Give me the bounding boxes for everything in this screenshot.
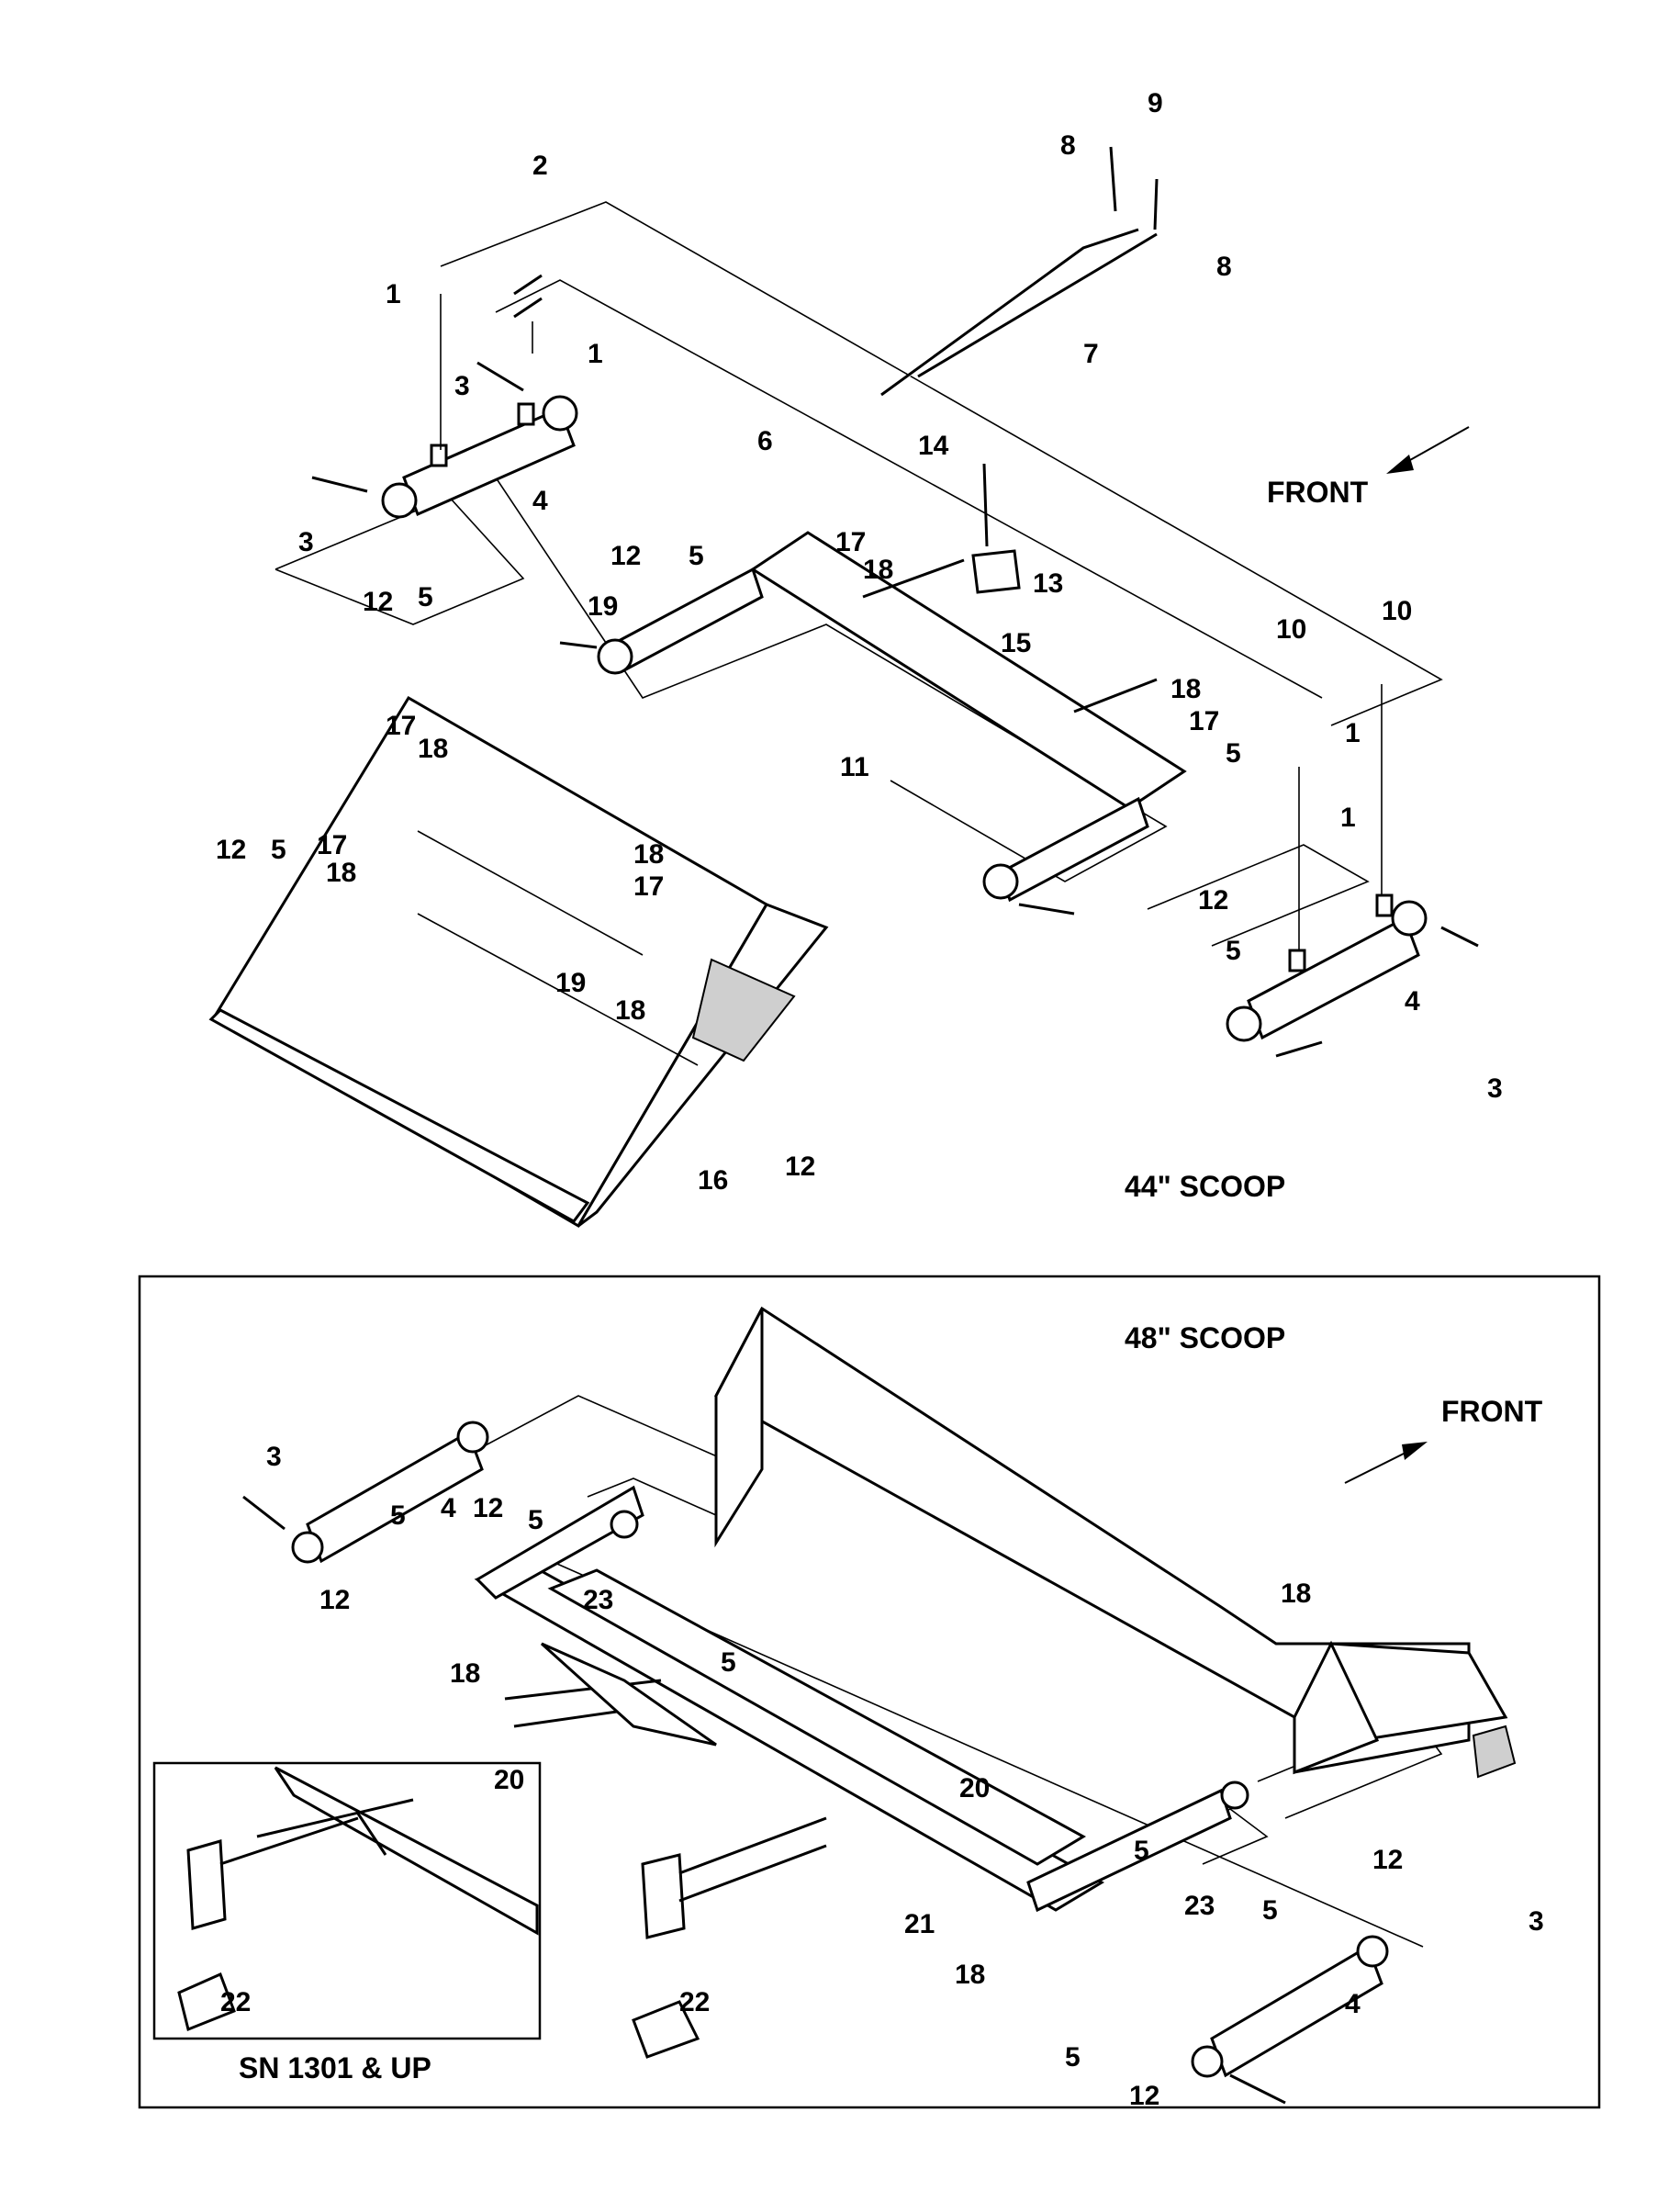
hose-fitting bbox=[513, 274, 543, 296]
callout: 3 bbox=[1529, 1906, 1544, 1937]
callout: 17 bbox=[835, 527, 866, 557]
scoop-44-headings: FRONT 44" SCOOP bbox=[1125, 426, 1470, 1203]
callout: 16 bbox=[698, 1165, 728, 1196]
callout: 12 bbox=[473, 1493, 503, 1523]
callout: 18 bbox=[326, 858, 356, 888]
callout: 3 bbox=[454, 371, 470, 401]
inset-sn1301: SN 1301 & UP 20 22 bbox=[152, 1761, 542, 2084]
callout: 22 bbox=[220, 1987, 251, 2017]
callout: 12 bbox=[610, 541, 641, 571]
callout: 12 bbox=[1198, 885, 1228, 916]
callout: 12 bbox=[319, 1585, 350, 1615]
callout: 5 bbox=[1262, 1895, 1278, 1926]
inset-frame bbox=[152, 1761, 542, 2040]
callout: 7 bbox=[1083, 339, 1099, 369]
callout: 10 bbox=[1382, 596, 1412, 626]
callout: 18 bbox=[1170, 674, 1201, 704]
scoop-bucket-44 bbox=[208, 695, 829, 1229]
callout: 18 bbox=[633, 839, 664, 870]
hitch-lug bbox=[632, 1816, 827, 2059]
lift-frame bbox=[559, 531, 1187, 916]
callout: 15 bbox=[1001, 628, 1031, 658]
callout: 10 bbox=[1276, 614, 1306, 645]
callout: 11 bbox=[840, 752, 869, 782]
callout: 18 bbox=[1281, 1578, 1311, 1609]
callout: 17 bbox=[633, 871, 664, 902]
cylinder-right bbox=[1226, 684, 1479, 1058]
callout: 14 bbox=[918, 431, 949, 461]
scoop-44-assembly bbox=[208, 146, 1479, 1229]
callout: 5 bbox=[1226, 738, 1241, 769]
callout: 12 bbox=[1372, 1845, 1403, 1875]
callout: 23 bbox=[583, 1585, 613, 1615]
callout: 22 bbox=[679, 1987, 710, 2017]
scoop-48-callouts: 3 3 4 4 5 5 5 5 5 5 12 12 12 12 18 18 18… bbox=[266, 1442, 1544, 2111]
scoop-48-headings: 48" SCOOP FRONT bbox=[1125, 1321, 1543, 1484]
callout: 20 bbox=[959, 1773, 990, 1803]
callout: 8 bbox=[1216, 252, 1232, 282]
callout: 17 bbox=[317, 830, 347, 860]
callout: 4 bbox=[532, 486, 548, 516]
callout: 1 bbox=[386, 279, 401, 309]
callout: 21 bbox=[904, 1909, 935, 1939]
front-arrow-head-icon bbox=[1386, 455, 1414, 474]
callout: 5 bbox=[721, 1647, 736, 1678]
callout: 6 bbox=[757, 426, 773, 456]
callout: 9 bbox=[1148, 88, 1163, 118]
callout: 12 bbox=[1129, 2081, 1159, 2111]
callout: 5 bbox=[528, 1505, 543, 1535]
callout: 23 bbox=[1184, 1891, 1215, 1921]
front-label-48: FRONT bbox=[1441, 1395, 1543, 1428]
scoop-44-callouts: 1 1 1 1 2 3 3 3 4 4 5 5 5 5 5 6 7 8 8 9 … bbox=[216, 88, 1503, 1196]
cylinder-48-left bbox=[242, 1421, 489, 1564]
callout: 5 bbox=[271, 835, 286, 865]
callout: 19 bbox=[588, 591, 618, 622]
callout: 2 bbox=[532, 151, 548, 181]
callout: 18 bbox=[863, 555, 893, 585]
callout: 3 bbox=[298, 527, 314, 557]
callout: 12 bbox=[785, 1152, 815, 1182]
callout: 17 bbox=[386, 711, 416, 741]
callout: 13 bbox=[1033, 568, 1063, 599]
callout: 3 bbox=[266, 1442, 282, 1472]
scoop-48-assembly bbox=[242, 1306, 1517, 2105]
callout: 5 bbox=[1134, 1836, 1149, 1866]
callout: 18 bbox=[955, 1960, 985, 1990]
callout: 8 bbox=[1060, 130, 1076, 161]
inset-title: SN 1301 & UP bbox=[239, 2051, 431, 2084]
callout: 18 bbox=[450, 1658, 480, 1689]
cylinder-left bbox=[311, 361, 578, 519]
callout: 17 bbox=[1189, 706, 1219, 736]
scoop-48-title: 48" SCOOP bbox=[1125, 1321, 1285, 1354]
cylinder-48-right bbox=[1191, 1935, 1389, 2105]
callout: 18 bbox=[615, 995, 645, 1026]
callout: 18 bbox=[418, 734, 448, 764]
callout: 1 bbox=[1340, 803, 1356, 833]
callout: 5 bbox=[418, 582, 433, 612]
scoop-48-frame bbox=[138, 1275, 1601, 2109]
callout: 5 bbox=[1226, 936, 1241, 966]
callout: 20 bbox=[494, 1765, 524, 1795]
callout: 12 bbox=[216, 835, 246, 865]
callout: 1 bbox=[1345, 718, 1361, 748]
callout: 4 bbox=[1345, 1989, 1361, 2019]
front-label: FRONT bbox=[1267, 476, 1369, 509]
callout: 5 bbox=[689, 541, 704, 571]
lift-frame-48 bbox=[474, 1485, 1249, 1913]
scoop-44-title: 44" SCOOP bbox=[1125, 1170, 1285, 1203]
callout: 5 bbox=[390, 1500, 406, 1531]
callout: 4 bbox=[1405, 986, 1420, 1017]
callout: 4 bbox=[441, 1493, 456, 1523]
callout: 3 bbox=[1487, 1073, 1503, 1104]
scoop-bucket-48 bbox=[713, 1306, 1517, 1779]
front-arrow-head-icon bbox=[1402, 1442, 1428, 1460]
callout: 19 bbox=[555, 968, 586, 998]
callout: 1 bbox=[588, 339, 603, 369]
callout: 5 bbox=[1065, 2042, 1081, 2073]
callout: 12 bbox=[363, 587, 393, 617]
